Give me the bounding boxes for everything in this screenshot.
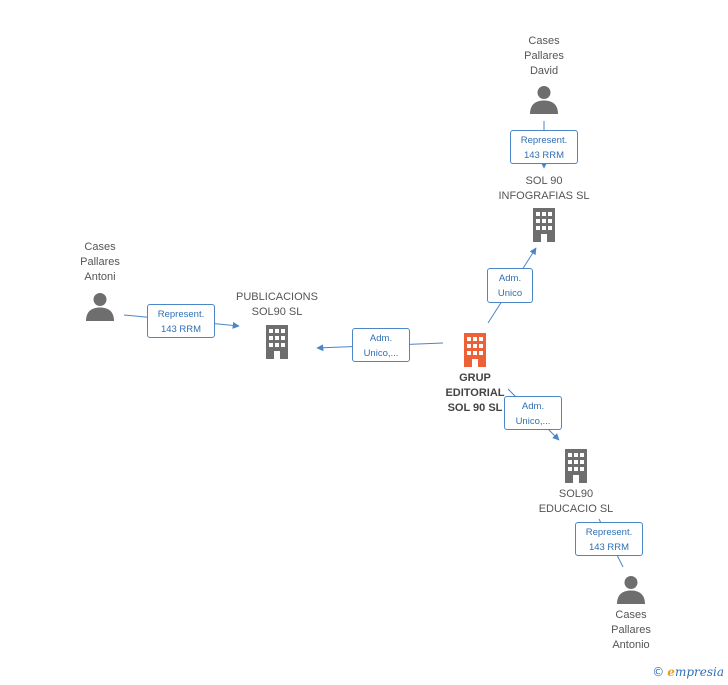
building-icon (565, 449, 587, 483)
node-publicacions-sol90[interactable]: PUBLICACIONS SOL90 SL (222, 290, 332, 360)
person-icon (617, 576, 645, 604)
node-label: Cases Pallares Antoni (80, 241, 120, 283)
node-label: SOL 90 INFOGRAFIAS SL (498, 175, 590, 202)
node-label: GRUP EDITORIAL SOL 90 SL (445, 372, 505, 414)
relation-label-grup-infografias[interactable]: Adm. Unico (487, 268, 533, 303)
relation-label-educacio-antonio[interactable]: Represent. 143 RRM (575, 522, 643, 556)
relation-label-grup-publicacions[interactable]: Adm. Unico,... (352, 328, 410, 362)
node-grup-editorial-sol90[interactable]: GRUP EDITORIAL SOL 90 SL (429, 332, 521, 416)
node-cases-pallares-antonio[interactable]: Cases Pallares Antonio (581, 573, 681, 653)
brand-initial: e (667, 665, 675, 679)
node-sol90-educacio[interactable]: SOL90 EDUCACIO SL (526, 448, 626, 517)
person-icon (530, 86, 558, 114)
person-icon (86, 293, 114, 321)
node-cases-pallares-david[interactable]: Cases Pallares David (494, 34, 594, 115)
node-label: Cases Pallares Antonio (611, 609, 651, 651)
building-icon (266, 325, 288, 359)
building-icon (464, 333, 486, 367)
relation-label-david-infografias[interactable]: Represent. 143 RRM (510, 130, 578, 164)
node-sol90-infografias[interactable]: SOL 90 INFOGRAFIAS SL (484, 174, 604, 243)
brand-name: mpresia (674, 665, 724, 679)
relation-label-grup-educacio[interactable]: Adm. Unico,... (504, 396, 562, 430)
relation-label-antoni-publicacions[interactable]: Represent. 143 RRM (147, 304, 215, 338)
empresia-watermark: ©empresia (652, 665, 724, 679)
node-label: Cases Pallares David (524, 35, 564, 77)
building-icon (533, 208, 555, 242)
node-cases-pallares-antoni[interactable]: Cases Pallares Antoni (50, 240, 150, 322)
copyright-icon: © (652, 665, 665, 679)
node-label: PUBLICACIONS SOL90 SL (236, 291, 318, 318)
node-label: SOL90 EDUCACIO SL (538, 488, 614, 515)
